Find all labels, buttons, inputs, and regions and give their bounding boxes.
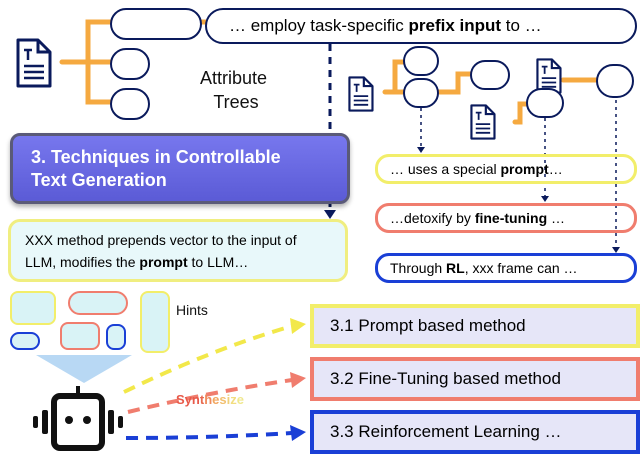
document-icon: [348, 76, 374, 112]
arrow-finetune: [127, 378, 293, 414]
xxx-method-box: XXX method prepends vector to the input …: [8, 219, 348, 282]
xxx-bold: prompt: [139, 253, 188, 270]
prefix-post: to …: [501, 16, 542, 35]
tree-node: [403, 46, 439, 76]
hint-shape: [60, 322, 100, 350]
example-rl-post: , xxx frame can …: [464, 260, 578, 276]
attribute-trees-line1: Attribute: [200, 68, 268, 88]
example-prompt-pre: … uses a special: [390, 161, 501, 177]
tree-node: [526, 88, 564, 118]
example-finetune-bold: fine-tuning: [474, 210, 548, 226]
synthesize-letter: y: [184, 392, 192, 407]
arrow-prompt: [123, 324, 293, 394]
tree-node: [110, 48, 150, 80]
xxx-pre: XXX method prepends vector to the input …: [25, 231, 297, 270]
synthesize-letter: e: [212, 392, 220, 407]
attribute-trees-label: Attribute Trees: [200, 66, 267, 114]
hint-shape: [68, 291, 128, 315]
synthesize-letter: t: [199, 392, 205, 407]
synthesize-label: Synthesize: [176, 392, 244, 407]
tree-node: [110, 88, 150, 120]
hint-shape: [10, 332, 40, 350]
section-title-line1: 3. Techniques in Controllable: [31, 146, 281, 167]
example-prompt-post: …: [548, 161, 563, 177]
method-finetune-label: 3.2 Fine-Tuning based method: [330, 369, 561, 388]
prefix-pre: … employ task-specific: [229, 16, 409, 35]
synthesize-letter: s: [219, 392, 227, 407]
funnel-shape: [36, 355, 132, 383]
hint-shape: [140, 291, 170, 353]
document-icon: [16, 38, 52, 88]
synthesize-letter: S: [176, 392, 185, 407]
method-prompt-label: 3.1 Prompt based method: [330, 316, 526, 335]
synthesize-letter: z: [230, 392, 237, 407]
attribute-trees-line2: Trees: [213, 92, 259, 112]
robot-icon: [33, 386, 123, 451]
example-box-finetune: …detoxify by fine-tuning …: [375, 203, 637, 233]
example-box-prompt: … uses a special prompt…: [375, 154, 637, 184]
example-rl-bold: RL: [446, 260, 465, 276]
example-box-rl: Through RL, xxx frame can …: [375, 253, 637, 283]
example-finetune-pre: …detoxify by: [390, 210, 475, 226]
synthesize-letter: e: [236, 392, 244, 407]
arrow-rl: [125, 431, 293, 440]
prefix-input-node: … employ task-specific prefix input to …: [205, 8, 637, 44]
document-icon: [470, 104, 496, 140]
example-finetune-post: …: [547, 210, 566, 226]
section-title-line2: Text Generation: [31, 169, 167, 190]
synthesize-letter: n: [191, 392, 200, 407]
tree-node: [403, 78, 439, 108]
method-rl-box: 3.3 Reinforcement Learning …: [310, 410, 640, 454]
method-prompt-box: 3.1 Prompt based method: [310, 304, 640, 348]
tree-node: [110, 8, 202, 40]
synthesize-letter: i: [226, 392, 231, 407]
tree-node: [596, 64, 634, 98]
tree-node: [470, 60, 510, 90]
right-tree-edges: [382, 59, 601, 125]
example-rl-pre: Through: [390, 260, 447, 276]
hint-shape: [10, 291, 56, 325]
document-icon: [536, 58, 562, 94]
method-finetune-box: 3.2 Fine-Tuning based method: [310, 357, 640, 401]
section-title-box: 3. Techniques in Controllable Text Gener…: [10, 133, 350, 204]
example-prompt-bold: prompt: [500, 161, 549, 177]
synthesize-letter: h: [204, 392, 213, 407]
hints-label: Hints: [176, 302, 208, 318]
method-rl-label: 3.3 Reinforcement Learning …: [330, 422, 562, 441]
prefix-bold: prefix input: [408, 16, 502, 35]
xxx-post: to LLM…: [187, 253, 249, 270]
hint-shape: [106, 324, 126, 350]
